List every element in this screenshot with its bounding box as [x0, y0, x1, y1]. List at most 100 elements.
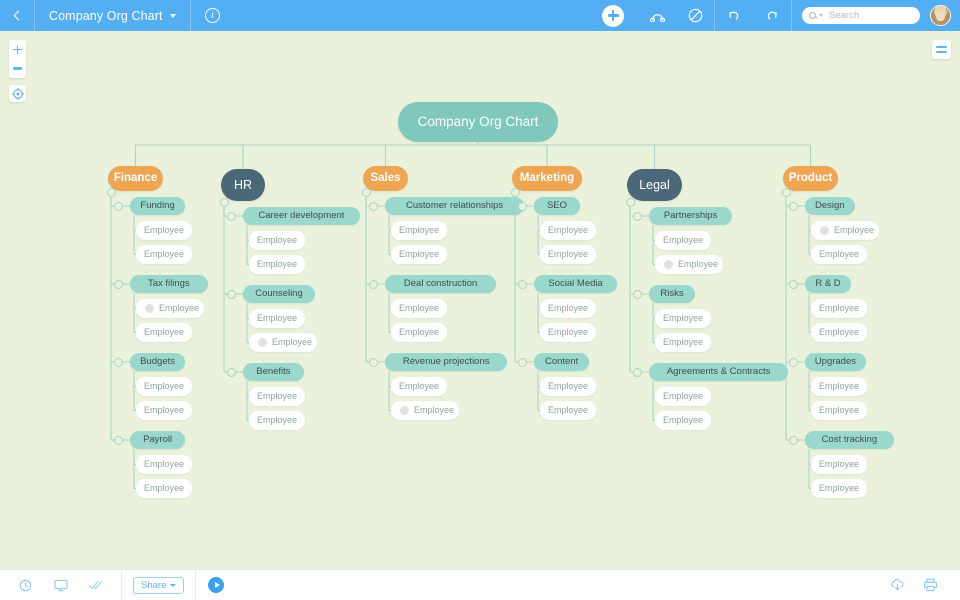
topic-node[interactable]: Content [534, 353, 590, 371]
leaf-node[interactable]: Employee [136, 323, 192, 342]
collapse-handle-legal[interactable] [625, 197, 635, 207]
topic-node[interactable]: Customer relationships [385, 197, 525, 215]
leaf-node[interactable]: Employee [391, 401, 459, 420]
collapse-handle-topic[interactable] [226, 289, 236, 299]
topic-node[interactable]: Partnerships [649, 207, 733, 225]
collapse-handle-topic[interactable] [517, 279, 527, 289]
collapse-handle-topic[interactable] [113, 201, 123, 211]
info-button[interactable]: i [191, 0, 235, 31]
collapse-handle-topic[interactable] [226, 367, 236, 377]
topic-node[interactable]: Payroll [130, 431, 186, 449]
collapse-handle-topic[interactable] [113, 279, 123, 289]
recenter-button[interactable] [9, 85, 26, 102]
canvas-menu-button[interactable] [932, 40, 951, 59]
leaf-node[interactable]: Employee [136, 479, 192, 498]
collapse-handle-marketing[interactable] [510, 187, 520, 197]
collapse-handle-topic[interactable] [517, 357, 527, 367]
done-check-button[interactable] [82, 570, 109, 600]
branch-node-legal[interactable]: Legal [627, 169, 682, 201]
collapse-handle-product[interactable] [781, 187, 791, 197]
leaf-node[interactable]: Employee [136, 221, 192, 240]
leaf-node[interactable]: Employee [136, 299, 204, 318]
branch-node-finance[interactable]: Finance [108, 166, 163, 191]
collapse-handle-topic[interactable] [368, 279, 378, 289]
redo-button[interactable] [753, 0, 791, 31]
collapse-handle-topic[interactable] [113, 435, 123, 445]
leaf-node[interactable]: Employee [540, 299, 596, 318]
leaf-node[interactable]: Employee [811, 479, 867, 498]
history-button[interactable] [12, 570, 39, 600]
leaf-node[interactable]: Employee [811, 323, 867, 342]
leaf-node[interactable]: Employee [811, 401, 867, 420]
leaf-node[interactable]: Employee [811, 221, 879, 240]
leaf-node[interactable]: Employee [540, 377, 596, 396]
share-button[interactable]: Share [133, 576, 185, 594]
leaf-node[interactable]: Employee [540, 401, 596, 420]
leaf-node[interactable]: Employee [136, 455, 192, 474]
leaf-node[interactable]: Employee [391, 221, 447, 240]
leaf-node[interactable]: Employee [249, 387, 305, 406]
leaf-node[interactable]: Employee [811, 299, 867, 318]
topic-node[interactable]: Counseling [243, 285, 315, 303]
collapse-handle-topic[interactable] [632, 367, 642, 377]
print-button[interactable] [917, 570, 944, 600]
leaf-node[interactable]: Employee [391, 377, 447, 396]
relationship-button[interactable] [638, 0, 676, 31]
topic-node[interactable]: Tax filings [130, 275, 208, 293]
leaf-node[interactable]: Employee [136, 401, 192, 420]
presentation-button[interactable] [47, 570, 74, 600]
collapse-handle-topic[interactable] [788, 357, 798, 367]
leaf-node[interactable]: Employee [249, 411, 305, 430]
document-title-dropdown[interactable]: Company Org Chart [35, 0, 190, 31]
leaf-node[interactable]: Employee [391, 299, 447, 318]
topic-node[interactable]: Risks [649, 285, 695, 303]
collapse-handle-topic[interactable] [226, 211, 236, 221]
topic-node[interactable]: Funding [130, 197, 186, 215]
leaf-node[interactable]: Employee [540, 221, 596, 240]
branch-node-hr[interactable]: HR [221, 169, 265, 201]
zoom-in-button[interactable] [9, 40, 26, 59]
leaf-node[interactable]: Employee [249, 309, 305, 328]
leaf-node[interactable]: Employee [811, 455, 867, 474]
topic-node[interactable]: Agreements & Contracts [649, 363, 789, 381]
leaf-node[interactable]: Employee [655, 309, 711, 328]
leaf-node[interactable]: Employee [540, 323, 596, 342]
search-input[interactable]: Search [802, 7, 920, 24]
leaf-node[interactable]: Employee [136, 377, 192, 396]
collapse-handle-topic[interactable] [788, 435, 798, 445]
avatar[interactable] [930, 5, 951, 26]
leaf-node[interactable]: Employee [811, 377, 867, 396]
topic-node[interactable]: SEO [534, 197, 580, 215]
leaf-node[interactable]: Employee [391, 323, 447, 342]
collapse-handle-topic[interactable] [788, 279, 798, 289]
collapse-handle-topic[interactable] [368, 357, 378, 367]
download-button[interactable] [884, 570, 911, 600]
collapse-handle-sales[interactable] [361, 187, 371, 197]
back-button[interactable] [0, 0, 34, 31]
undo-button[interactable] [715, 0, 753, 31]
topic-node[interactable]: Cost tracking [805, 431, 894, 449]
topic-node[interactable]: Design [805, 197, 855, 215]
zoom-out-button[interactable] [9, 59, 26, 78]
topic-node[interactable]: Benefits [243, 363, 304, 381]
branch-node-product[interactable]: Product [783, 166, 838, 191]
leaf-node[interactable]: Employee [249, 231, 305, 250]
topic-node[interactable]: Budgets [130, 353, 186, 371]
leaf-node[interactable]: Employee [540, 245, 596, 264]
collapse-handle-topic[interactable] [632, 289, 642, 299]
collapse-handle-finance[interactable] [106, 187, 116, 197]
collapse-handle-topic[interactable] [632, 211, 642, 221]
collapse-handle-topic[interactable] [368, 201, 378, 211]
add-topic-button[interactable] [602, 4, 624, 27]
topic-node[interactable]: Deal construction [385, 275, 497, 293]
play-button[interactable] [208, 577, 225, 593]
leaf-node[interactable]: Employee [655, 255, 723, 274]
topic-node[interactable]: Social Media [534, 275, 618, 293]
leaf-node[interactable]: Employee [811, 245, 867, 264]
topic-node[interactable]: Revenue projections [385, 353, 508, 371]
collapse-handle-hr[interactable] [219, 197, 229, 207]
leaf-node[interactable]: Employee [655, 231, 711, 250]
collapse-handle-topic[interactable] [517, 201, 527, 211]
collapse-handle-topic[interactable] [113, 357, 123, 367]
